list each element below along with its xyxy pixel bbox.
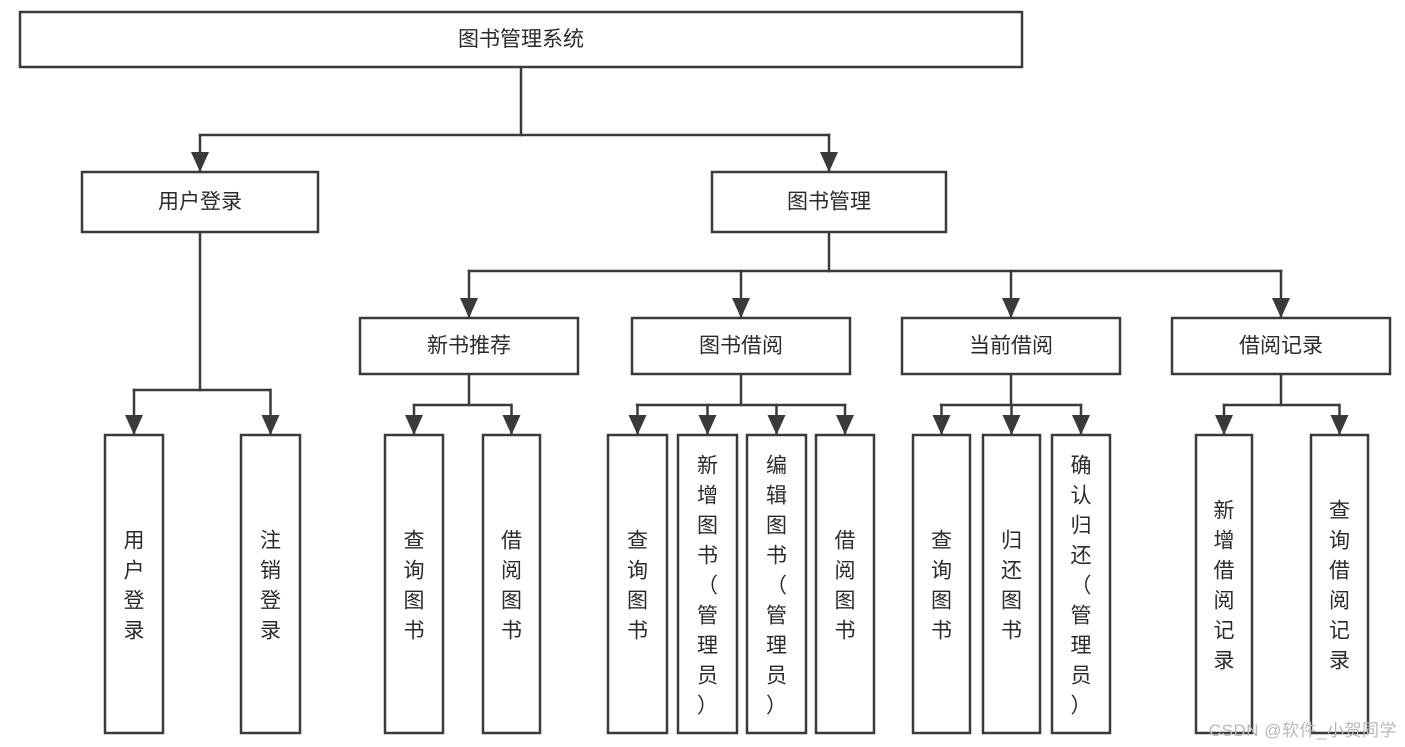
node-label-leaf-query-book-3: 查询图书	[931, 529, 952, 642]
arrow-head-icon-leaf-query-book-3	[932, 415, 951, 435]
node-borrow-record[interactable]: 借阅记录	[1170, 316, 1392, 376]
node-label-book-borrow: 图书借阅	[699, 335, 783, 358]
arrow-head-icon-leaf-query-book-2	[628, 415, 647, 435]
arrow-head-icon-book-manage	[820, 152, 838, 172]
node-label-leaf-user-login: 用户登录	[124, 529, 145, 642]
arrow-head-icon-book-borrow	[732, 298, 750, 318]
arrow-head-icon-borrow-record	[1272, 298, 1290, 318]
node-book-borrow[interactable]: 图书借阅	[630, 316, 852, 376]
connectors-layer	[125, 65, 1349, 436]
node-current-borrow[interactable]: 当前借阅	[900, 316, 1122, 376]
node-leaf-edit-book[interactable]: 编辑图书（管理员）	[745, 433, 808, 735]
node-leaf-borrow-book-2[interactable]: 借阅图书	[814, 433, 876, 735]
node-leaf-add-record[interactable]: 新增借阅记录	[1194, 433, 1254, 735]
node-label-leaf-return-book: 归还图书	[1001, 529, 1022, 642]
node-label-user-login: 用户登录	[158, 191, 242, 214]
arrow-head-icon-leaf-add-book	[698, 415, 717, 435]
node-box-current-borrow	[900, 316, 1122, 376]
node-leaf-query-record[interactable]: 查询借阅记录	[1309, 433, 1370, 735]
node-label-leaf-borrow-book-1: 借阅图书	[501, 529, 522, 642]
node-label-current-borrow: 当前借阅	[969, 335, 1053, 358]
node-label-new-book-rec: 新书推荐	[427, 335, 511, 358]
node-label-book-manage: 图书管理	[787, 191, 871, 214]
node-label-leaf-add-book: 新增图书（管理员）	[697, 454, 718, 717]
node-leaf-query-book-2[interactable]: 查询图书	[606, 433, 669, 735]
arrow-head-icon-leaf-user-login	[125, 415, 143, 435]
arrow-head-icon-leaf-edit-book	[767, 415, 786, 435]
node-label-leaf-add-record: 新增借阅记录	[1214, 499, 1235, 672]
node-leaf-confirm-return[interactable]: 确认归还（管理员）	[1050, 433, 1112, 735]
node-label-leaf-query-record: 查询借阅记录	[1329, 499, 1350, 672]
node-box-leaf-query-book-2	[606, 433, 669, 735]
arrow-head-icon-leaf-borrow-book-2	[836, 415, 854, 435]
node-leaf-user-login[interactable]: 用户登录	[103, 433, 165, 735]
node-box-leaf-query-record	[1309, 433, 1370, 735]
node-box-leaf-borrow-book-1	[481, 433, 542, 735]
node-label-leaf-query-book-1: 查询图书	[404, 529, 425, 642]
arrow-head-icon-leaf-add-record	[1215, 415, 1233, 435]
node-box-leaf-edit-book	[745, 433, 808, 735]
arrow-head-icon-leaf-user-logout	[261, 415, 280, 435]
node-label-leaf-query-book-2: 查询图书	[627, 529, 648, 642]
node-box-leaf-query-book-3	[911, 433, 972, 735]
node-box-borrow-record	[1170, 316, 1392, 376]
node-box-leaf-add-book	[676, 433, 739, 735]
arrow-head-icon-new-book-rec	[460, 298, 478, 318]
node-box-leaf-borrow-book-2	[814, 433, 876, 735]
node-label-leaf-borrow-book-2: 借阅图书	[835, 529, 856, 642]
node-label-leaf-user-logout: 注销登录	[260, 529, 281, 642]
nodes-layer: 图书管理系统用户登录图书管理新书推荐图书借阅当前借阅借阅记录用户登录注销登录查询…	[18, 10, 1392, 735]
arrow-head-icon-leaf-query-record	[1330, 415, 1349, 435]
node-label-leaf-edit-book: 编辑图书（管理员）	[766, 454, 787, 717]
node-box-user-login	[80, 170, 320, 234]
node-leaf-query-book-3[interactable]: 查询图书	[911, 433, 972, 735]
node-label-leaf-confirm-return: 确认归还（管理员）	[1071, 454, 1092, 717]
node-leaf-query-book-1[interactable]: 查询图书	[383, 433, 445, 735]
node-box-leaf-user-logout	[239, 433, 302, 735]
node-user-login[interactable]: 用户登录	[80, 170, 320, 234]
arrow-head-icon-current-borrow	[1002, 298, 1020, 318]
node-box-root	[18, 10, 1024, 69]
node-leaf-borrow-book-1[interactable]: 借阅图书	[481, 433, 542, 735]
node-box-leaf-query-book-1	[383, 433, 445, 735]
node-leaf-user-logout[interactable]: 注销登录	[239, 433, 302, 735]
node-box-leaf-return-book	[981, 433, 1042, 735]
arrow-head-icon-leaf-query-book-1	[405, 415, 423, 435]
node-box-leaf-user-login	[103, 433, 165, 735]
node-leaf-return-book[interactable]: 归还图书	[981, 433, 1042, 735]
node-box-leaf-add-record	[1194, 433, 1254, 735]
arrow-head-icon-user-login	[191, 152, 209, 172]
node-leaf-add-book[interactable]: 新增图书（管理员）	[676, 433, 739, 735]
node-box-leaf-confirm-return	[1050, 433, 1112, 735]
node-box-book-manage	[710, 170, 948, 234]
node-label-borrow-record: 借阅记录	[1239, 335, 1323, 358]
arrow-head-icon-leaf-borrow-book-1	[502, 415, 521, 435]
node-new-book-rec[interactable]: 新书推荐	[358, 316, 580, 376]
node-box-new-book-rec	[358, 316, 580, 376]
arrow-head-icon-leaf-confirm-return	[1072, 415, 1090, 435]
node-book-manage[interactable]: 图书管理	[710, 170, 948, 234]
arrow-head-icon-leaf-return-book	[1002, 415, 1021, 435]
node-root[interactable]: 图书管理系统	[18, 10, 1024, 69]
node-box-book-borrow	[630, 316, 852, 376]
node-label-root: 图书管理系统	[458, 28, 584, 51]
